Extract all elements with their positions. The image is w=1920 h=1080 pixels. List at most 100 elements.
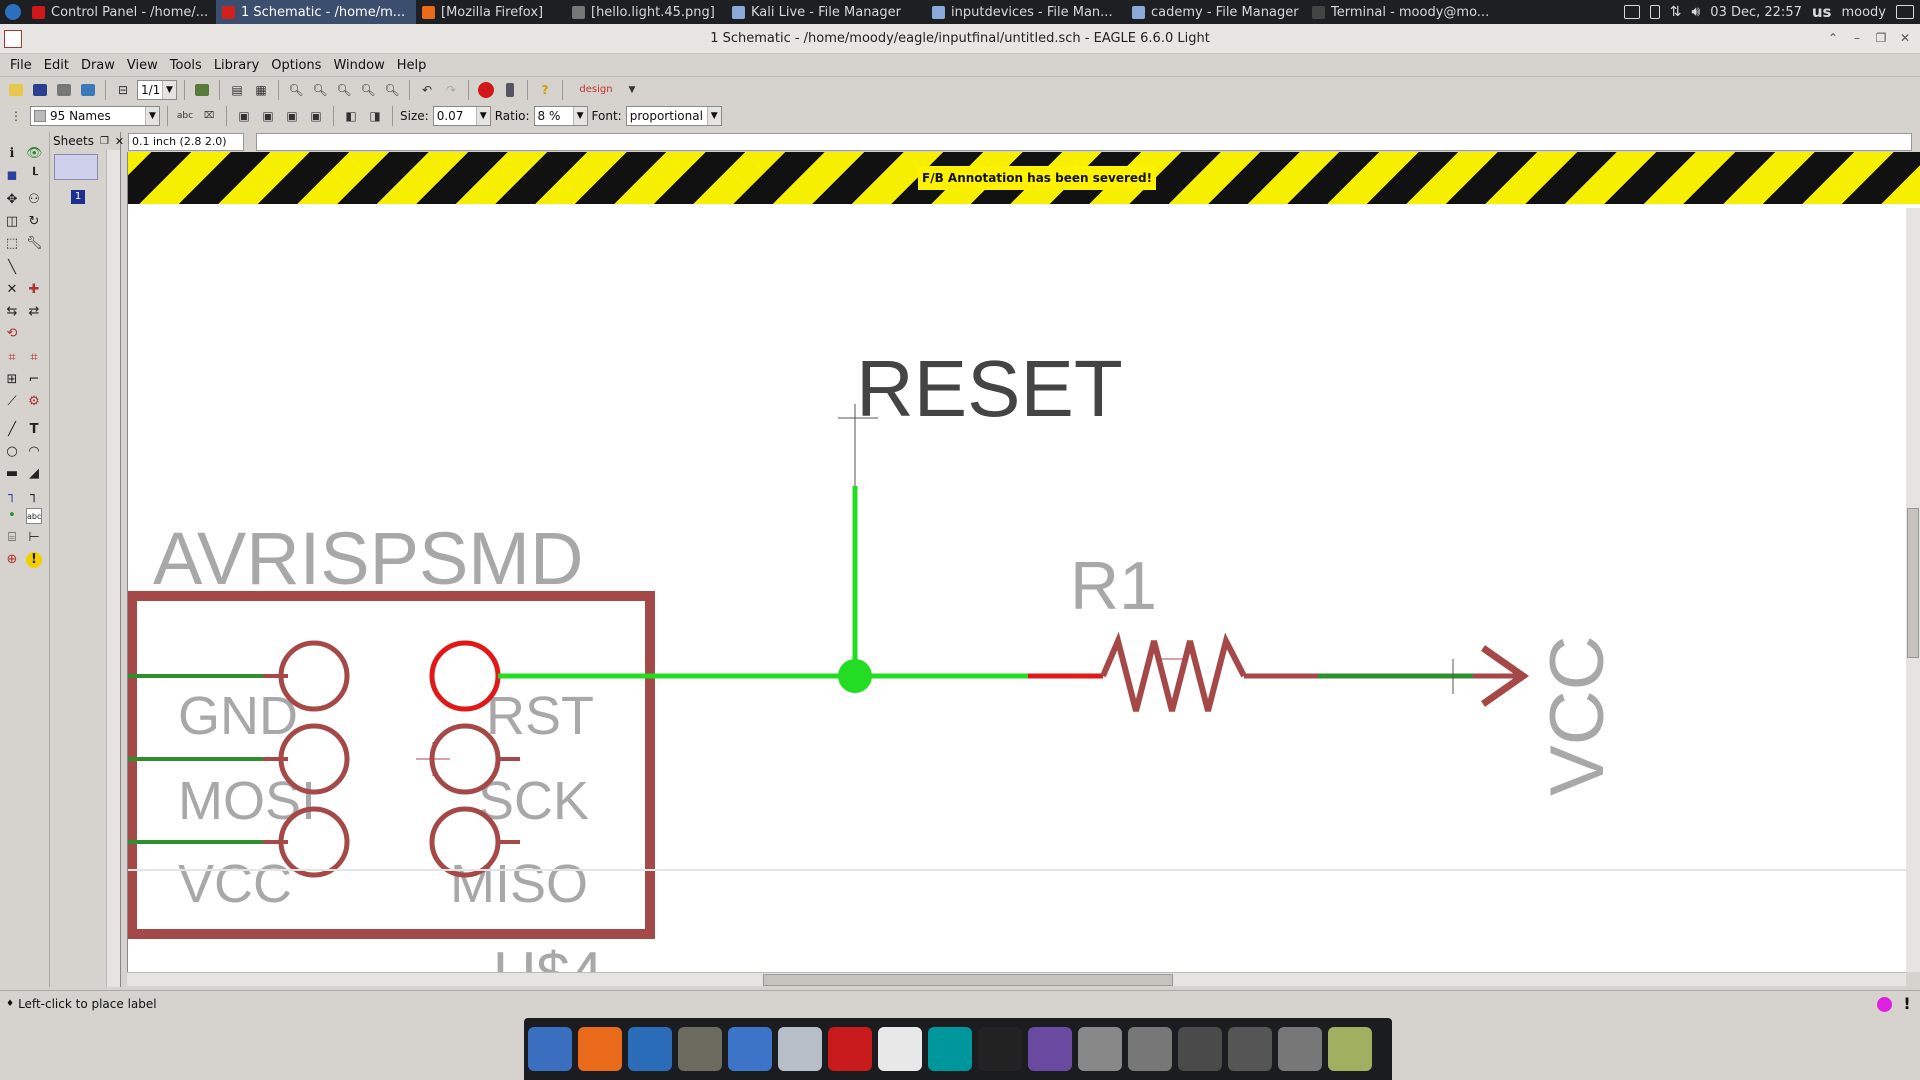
dimension-tool-icon[interactable]: ⊢ <box>28 530 40 545</box>
stop-indicator-icon[interactable] <box>1877 997 1892 1012</box>
mirror-tool-icon[interactable]: ◫ <box>5 214 19 229</box>
group-tool-icon[interactable]: ⬚ <box>5 236 19 251</box>
taskbar-item[interactable]: Terminal - moody@mo... <box>1306 0 1506 24</box>
design-link-icon[interactable]: design <box>579 84 613 95</box>
notes-icon[interactable] <box>1623 5 1640 19</box>
menu-view[interactable]: View <box>126 57 158 73</box>
zoom-select-icon[interactable]: 🔍︎ <box>384 82 400 97</box>
anchor-icon[interactable] <box>528 1027 572 1071</box>
layer-select[interactable]: 95 Names ▼ <box>30 106 160 126</box>
align-left-icon[interactable]: ◧ <box>345 109 357 123</box>
smash-tool-icon[interactable]: ⊞ <box>6 372 18 387</box>
pin-pad-2[interactable] <box>278 723 350 795</box>
archive-icon[interactable] <box>778 1027 822 1071</box>
eagle-icon[interactable] <box>828 1027 872 1071</box>
run-ulp-icon[interactable]: ▦ <box>255 82 267 97</box>
erc-tool-icon[interactable]: ⊕ <box>6 552 18 567</box>
code-editor-icon[interactable] <box>878 1027 922 1071</box>
kali-menu-icon[interactable] <box>0 0 26 24</box>
pin-pad-rst-highlighted[interactable] <box>429 640 501 712</box>
taskbar-item[interactable]: Kali Live - File Manager <box>726 0 926 24</box>
clock[interactable]: 03 Dec, 22:57 <box>1710 4 1802 20</box>
sheet-select[interactable]: 1/1 ▼ <box>137 79 177 100</box>
align-bottom-left-icon[interactable]: ▣ <box>286 109 298 123</box>
close-icon[interactable]: ✕ <box>1899 31 1911 45</box>
zoom-fit-icon[interactable]: 🔍︎ <box>288 82 304 97</box>
delete-tool-icon[interactable]: ✕ <box>6 282 18 297</box>
go-icon[interactable] <box>500 80 520 100</box>
taskbar-item[interactable]: Control Panel - /home/... <box>26 0 216 24</box>
display-tool-icon[interactable]: ◼ <box>6 168 18 183</box>
align-right-icon[interactable]: ◨ <box>369 109 381 123</box>
user-name[interactable]: moody <box>1841 4 1886 20</box>
float-panel-icon[interactable]: ❐ <box>99 135 109 147</box>
battery-icon[interactable] <box>1649 5 1660 19</box>
menu-library[interactable]: Library <box>213 57 260 73</box>
stop-icon[interactable] <box>476 80 496 100</box>
menu-help[interactable]: Help <box>396 57 427 73</box>
net-tool-icon[interactable]: ┐ <box>30 488 38 503</box>
menu-edit[interactable]: Edit <box>43 57 69 73</box>
taskbar-item[interactable]: [hello.light.45.png] <box>566 0 726 24</box>
wave-monitor-icon[interactable] <box>628 1027 672 1071</box>
rotate-tool-icon[interactable]: ↻ <box>28 214 40 229</box>
rect-tool-icon[interactable]: ▬ <box>5 466 19 481</box>
warning-indicator-icon[interactable]: ! <box>1903 994 1911 1013</box>
menu-window[interactable]: Window <box>333 57 385 73</box>
volume-icon[interactable]: 🔊︎ <box>1691 4 1701 20</box>
zoom-in-icon[interactable]: 🔍︎ <box>312 82 328 97</box>
copy-tool-icon[interactable]: ⚇ <box>28 192 40 207</box>
menu-tools[interactable]: Tools <box>169 57 202 73</box>
chevron-down-icon[interactable]: ▼ <box>628 84 636 95</box>
undo-icon[interactable]: ↶ <box>421 82 433 97</box>
info-tool-icon[interactable]: ℹ <box>9 146 15 161</box>
taskbar-item[interactable]: inputdevices - File Man... <box>926 0 1126 24</box>
part-outline[interactable] <box>128 591 655 939</box>
add-tool-icon[interactable]: ✚ <box>28 282 40 297</box>
gateswap-tool-icon[interactable]: ⟲ <box>6 326 18 341</box>
cam-processor-icon[interactable] <box>78 80 98 100</box>
script-icon[interactable]: ▤ <box>231 82 243 97</box>
vertical-scrollbar[interactable] <box>1906 208 1920 972</box>
net-junction[interactable] <box>838 659 872 693</box>
pin-pad-3[interactable] <box>278 806 350 878</box>
attribute-tool-icon[interactable]: ⌸ <box>8 530 16 545</box>
board-switch-icon[interactable] <box>192 80 212 100</box>
pin-pad-1[interactable] <box>278 640 350 712</box>
zoom-out-icon[interactable]: 🔍︎ <box>336 82 352 97</box>
split-tool-icon[interactable]: ⟋ <box>7 394 17 409</box>
taskbar-item[interactable]: [Mozilla Firefox] <box>416 0 566 24</box>
name-tool-icon[interactable]: ⌗ <box>8 350 16 365</box>
menu-file[interactable]: File <box>10 57 32 73</box>
arc-tool-icon[interactable]: ◠ <box>28 444 40 459</box>
eagle-app-icon[interactable] <box>4 30 22 48</box>
text-tool-icon[interactable]: T <box>29 422 39 437</box>
align-bottom-right-icon[interactable]: ▣ <box>310 109 322 123</box>
minimize-icon[interactable]: – <box>1854 31 1860 45</box>
replace-tool-icon[interactable]: ⇄ <box>28 304 40 319</box>
junction-tool-icon[interactable]: • <box>8 508 16 523</box>
close-panel-icon[interactable]: ✕ <box>114 134 125 148</box>
pinswap-tool-icon[interactable]: ⇆ <box>6 304 18 319</box>
change-tool-icon[interactable]: 🔧︎ <box>26 236 43 251</box>
text-style-icon[interactable]: abc <box>176 111 194 121</box>
redo-icon[interactable]: ↷ <box>445 82 457 97</box>
save-icon[interactable] <box>30 80 50 100</box>
arduino-icon[interactable] <box>928 1027 972 1071</box>
help-icon[interactable]: ? <box>541 82 549 97</box>
calculator-icon[interactable] <box>1228 1027 1272 1071</box>
text-editor-icon[interactable] <box>728 1027 772 1071</box>
keyboard-layout[interactable]: us <box>1811 3 1832 21</box>
gimp-icon[interactable] <box>678 1027 722 1071</box>
miter-tool-icon[interactable]: ⌐ <box>28 372 40 387</box>
user-menu-icon[interactable] <box>1896 5 1914 19</box>
sheet-number[interactable]: 1 <box>71 190 85 204</box>
wire-tool-icon[interactable]: ╱ <box>8 422 16 437</box>
maximize-icon[interactable]: ❐ <box>1875 31 1887 45</box>
paste-tool-icon[interactable]: ╲ <box>8 260 16 275</box>
polygon-tool-icon[interactable]: ◢ <box>29 466 39 481</box>
horizontal-scroll-thumb[interactable] <box>763 974 1173 986</box>
system-settings-icon[interactable] <box>1278 1027 1322 1071</box>
image-viewer-icon[interactable] <box>1328 1027 1372 1071</box>
mark-tool-icon[interactable]: ┖ <box>30 168 38 183</box>
